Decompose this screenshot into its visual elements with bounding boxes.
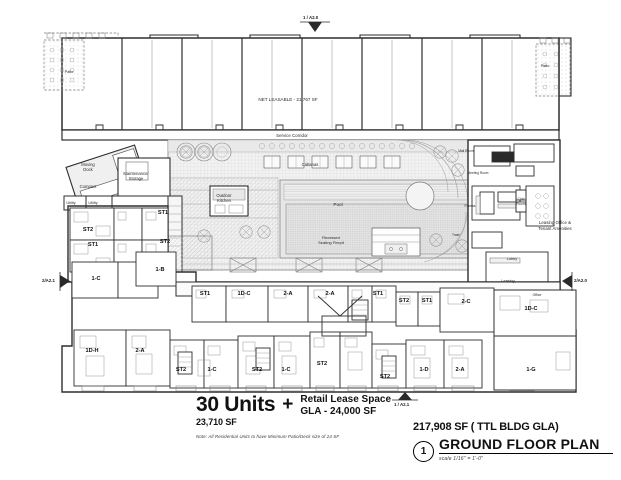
plan-label-lobby: Lobby <box>507 257 517 261</box>
pool-area <box>279 179 481 259</box>
unit-tag-1d-c-7: 1D-C <box>237 291 250 297</box>
plan-label-club-room: Club <box>518 197 525 201</box>
unit-tag-st2-19: ST2 <box>252 367 262 373</box>
unit-tag-2-a-9: 2-A <box>325 291 334 297</box>
units-area: 23,710 SF <box>196 417 237 427</box>
section-marker-top-label: 1 / A2.0 <box>303 15 319 20</box>
retail-band <box>43 32 572 141</box>
residential-band <box>61 205 577 393</box>
total-building-gla: 217,908 SF ( TTL BLDG GLA) <box>413 421 559 433</box>
plan-label-office: Office <box>533 293 542 297</box>
unit-tag-st1-6: ST1 <box>200 291 210 297</box>
unit-fixtures <box>79 289 535 379</box>
units-count-block: 30 Units 23,710 SF <box>196 393 276 427</box>
detail-number: 1 <box>413 440 434 462</box>
unit-tag-1-c-20: 1-C <box>281 367 290 373</box>
plan-label-meeting-room: Meeting Room <box>468 171 489 175</box>
units-row-west-fixtures <box>73 211 157 269</box>
outdoor-kitchen-block <box>209 185 249 217</box>
title-block: 1 GROUND FLOOR PLAN scale 1/16" = 1'-0" <box>413 437 613 462</box>
plan-label-moving-dock: Moving <box>81 162 95 167</box>
retail-gla: GLA - 24,000 SF <box>300 405 377 417</box>
units-count: 30 Units <box>196 393 276 416</box>
unit-tag-2-a-8: 2-A <box>283 291 292 297</box>
section-marker-right-label: 2/A2.0 <box>574 278 587 283</box>
residential-note: Note: All Residential Units to have Mini… <box>196 434 340 439</box>
units-east-end <box>493 289 577 391</box>
plan-label-pool: Pool <box>333 202 342 207</box>
unit-tag-1-c-18: 1-C <box>207 367 216 373</box>
plan-label-seating-firepit: Seating Firepit <box>318 240 345 245</box>
section-marker-bottom-label: 1 / A2.1 <box>394 402 410 407</box>
plan-label-trash: Trash <box>452 233 460 237</box>
unit-tag-st2-3: ST2 <box>160 239 170 245</box>
plan-label-mail: Mail <box>497 154 503 158</box>
unit-tag-2-a-16: 2-A <box>135 348 144 354</box>
retail-lease-block: Retail Lease Space GLA - 24,000 SF <box>300 394 391 417</box>
plan-label-cabanas: Cabanas <box>302 162 319 167</box>
section-marker-bottom[interactable] <box>392 392 418 401</box>
unit-tag-st2-17: ST2 <box>176 367 186 373</box>
unit-tag-1-g-25: 1-G <box>526 367 535 373</box>
plan-label-mailroom: Mail Room <box>458 149 474 153</box>
unit-tag-1d-c-14: 1D-C <box>524 306 537 312</box>
units-row-south-north <box>191 285 561 341</box>
section-marker-left[interactable] <box>59 272 70 291</box>
plan-label-moving-dock-2: Dock <box>83 167 93 172</box>
plan-label-service-corridor: Service Corridor <box>276 133 308 138</box>
unit-tag-2-a-24: 2-A <box>455 367 464 373</box>
plan-label-net-leasable: NET LEASABLE - 21,767 SF <box>258 97 317 102</box>
unit-tag-1-b-4: 1-B <box>155 267 164 273</box>
cabanas-row <box>263 155 401 169</box>
unit-tag-st2-11: ST2 <box>399 298 409 304</box>
unit-tag-st2-22: ST2 <box>380 374 390 380</box>
plan-label-tenant-amenities: Tenant Amenities <box>538 226 572 231</box>
section-marker-right[interactable] <box>562 272 573 291</box>
sheet-title: GROUND FLOOR PLAN <box>439 437 613 454</box>
retail-label: Retail Lease Space <box>300 394 392 405</box>
unit-tag-st1-10: ST1 <box>373 291 383 297</box>
plan-label-patio-right: Patio <box>541 64 550 68</box>
sheet-scale: scale 1/16" = 1'-0" <box>439 455 484 462</box>
plan-label-compact: Compact <box>80 184 98 189</box>
unit-tag-st1-12: ST1 <box>422 298 432 304</box>
central-breezeway <box>317 295 367 337</box>
unit-tag-st1-2: ST1 <box>88 242 98 248</box>
area-summary-block: 30 Units 23,710 SF + Retail Lease Space … <box>196 394 426 439</box>
unit-tag-st2-1: ST2 <box>83 227 93 233</box>
unit-tag-st1-0: ST1 <box>158 210 168 216</box>
plan-label-recessed-seating: Recessed <box>322 235 340 240</box>
unit-tag-1-d-23: 1-D <box>419 367 428 373</box>
plan-label-outdoor-kitchen-2: Kitchen <box>217 198 232 203</box>
section-marker-left-label: 2/A2.1 <box>42 278 55 283</box>
units-row-mid <box>71 251 177 299</box>
plan-label-fitness: Fitness <box>465 204 476 208</box>
plus-sign: + <box>282 394 294 415</box>
section-marker-top[interactable] <box>300 21 330 32</box>
service-core-west <box>63 144 213 273</box>
plan-label-club-room-2: Room <box>516 202 525 206</box>
plan-label-utility-2: Utility <box>88 201 97 205</box>
plan-label-leasing-office: Leasing Office & <box>539 220 571 225</box>
patio-right-area <box>535 37 572 97</box>
plan-label-leasing: Leasing <box>501 279 514 283</box>
plan-label-outdoor-kitchen: Outdoor <box>216 193 232 198</box>
unit-tag-st2-21: ST2 <box>317 361 327 367</box>
pergola-row-south <box>229 257 383 273</box>
plan-label-utility-1: Utility <box>66 201 75 205</box>
plan-label-maintenance-storage-2: Storage <box>129 176 144 181</box>
plan-label-patio-left: Patio <box>65 70 74 74</box>
unit-tag-1d-h-15: 1D-H <box>85 348 98 354</box>
unit-tag-2-c-13: 2-C <box>461 299 470 305</box>
plan-label-maintenance-storage: Maintenance/ <box>123 171 149 176</box>
patio-left-area <box>43 32 119 91</box>
plan-label-group: NET LEASABLE - 21,767 SF Service Corridor… <box>65 64 573 297</box>
leasing-amenity-wing <box>467 139 561 305</box>
unit-tag-1-c-5: 1-C <box>91 276 100 282</box>
